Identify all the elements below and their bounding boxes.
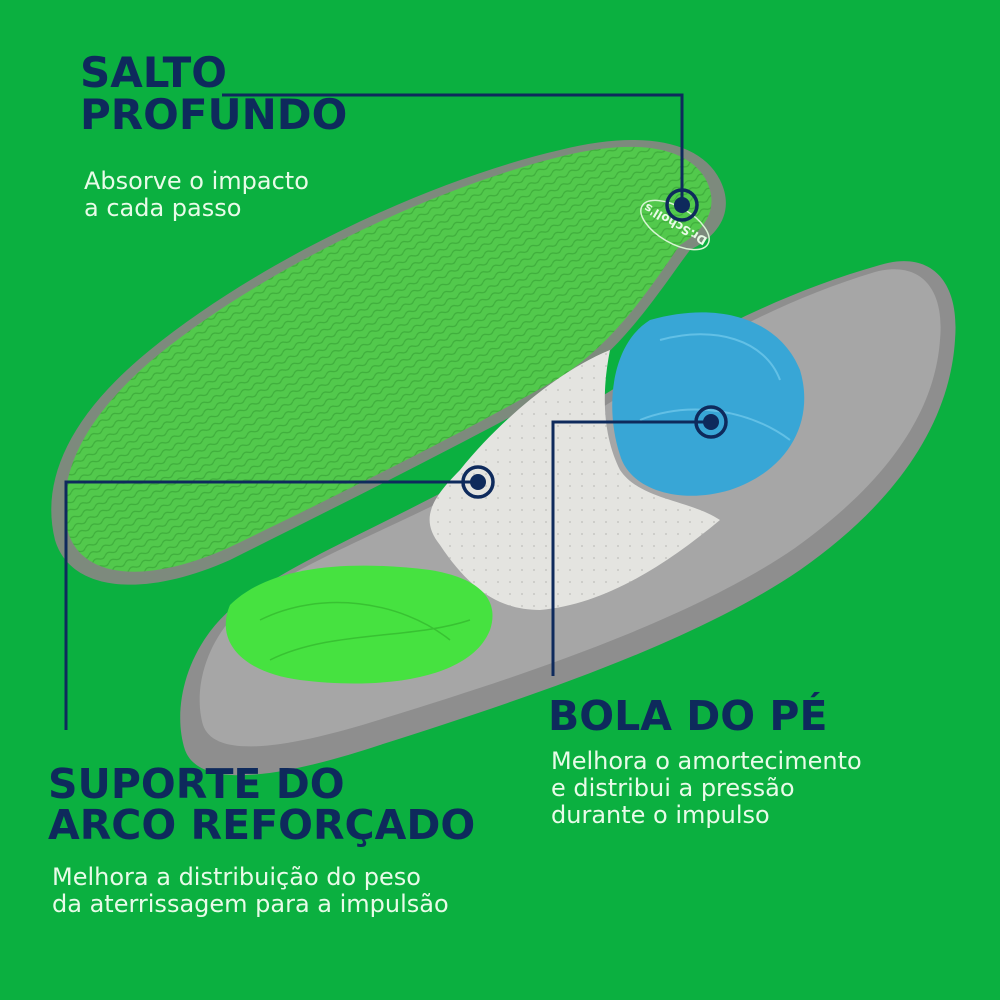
title-line: PROFUNDO (80, 90, 348, 139)
description-line: da aterrissagem para a impulsão (52, 889, 449, 918)
callout-marker-suporte (461, 465, 495, 499)
title-line: SUPORTE DO (48, 760, 345, 808)
callout-salto (222, 93, 699, 222)
forefoot-gel-pad (612, 312, 805, 496)
callout-marker-bola (694, 405, 728, 439)
title-line: ARCO REFORÇADO (48, 801, 476, 849)
description-line: Melhora a distribuição do peso (52, 863, 421, 891)
callout-marker-salto (665, 188, 699, 222)
description-line: Absorve o impacto (84, 167, 309, 195)
description-line: a cada passo (84, 193, 242, 222)
callout-bola (551, 405, 728, 676)
feature-description-bola-do-pe: Melhora o amortecimento e distribui a pr… (551, 748, 862, 829)
insole-bottom (180, 261, 956, 776)
title-line: SALTO (80, 48, 227, 97)
description-line: Melhora o amortecimento (551, 747, 862, 775)
title-line: BOLA DO PÉ (548, 692, 828, 740)
description-line: durante o impulso (551, 800, 770, 829)
callout-suporte (64, 465, 495, 730)
feature-description-salto-profundo: Absorve o impacto a cada passo (84, 168, 309, 222)
feature-title-suporte-do-arco: SUPORTE DO ARCO REFORÇADO (48, 764, 475, 846)
arch-support (429, 350, 720, 610)
feature-title-bola-do-pe: BOLA DO PÉ (548, 696, 827, 737)
description-line: e distribui a pressão (551, 773, 795, 802)
heel-gel-pad (225, 565, 493, 684)
feature-title-salto-profundo: SALTO PROFUNDO (80, 52, 347, 136)
feature-description-suporte-do-arco: Melhora a distribuição do peso da aterri… (52, 864, 449, 918)
